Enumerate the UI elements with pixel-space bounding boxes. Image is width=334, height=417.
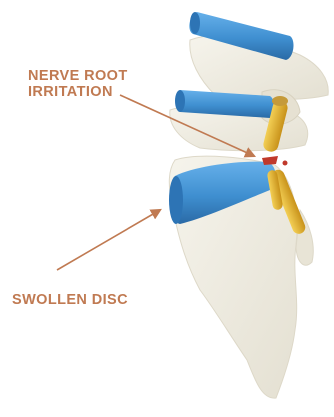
nerve-root-label-line2: IRRITATION [28, 84, 128, 100]
swollen-disc-arrow [57, 210, 160, 270]
swollen-disc-label: SWOLLEN DISC [12, 292, 128, 308]
nerve-root-irritation-label: NERVE ROOT IRRITATION [28, 68, 128, 100]
nerve-root-label-line1: NERVE ROOT [28, 68, 128, 84]
irritation-spot [262, 156, 288, 166]
